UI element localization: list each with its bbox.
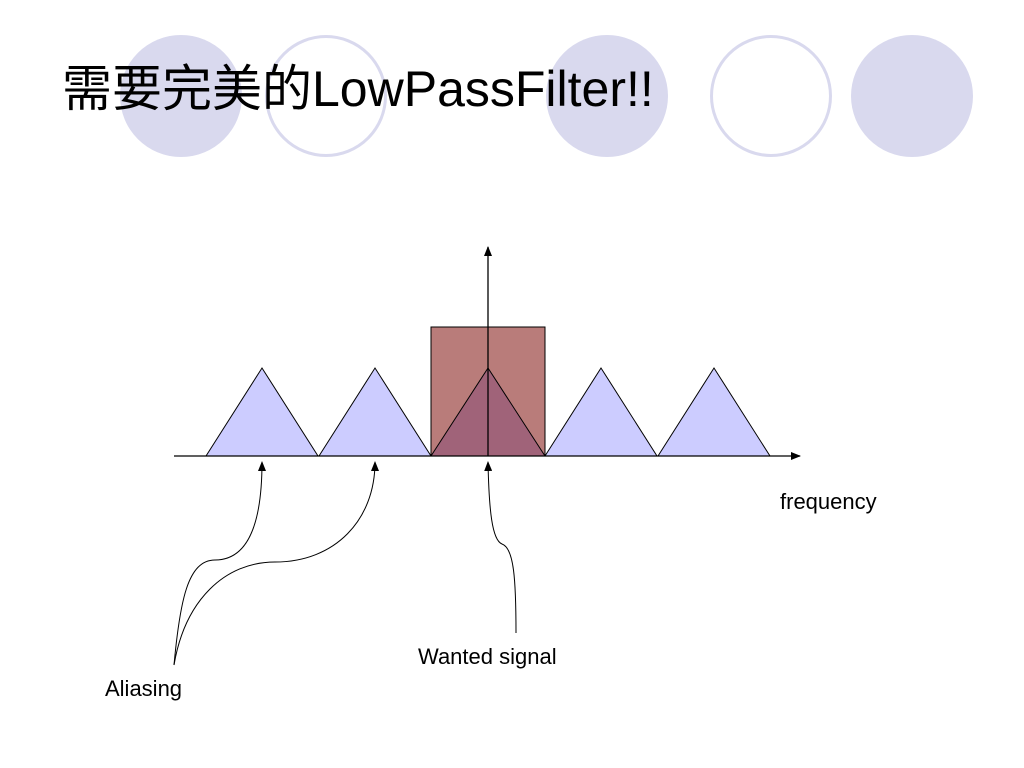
decorative-circle [120,35,242,157]
alias-spectrum-copy [657,367,771,457]
wanted-signal-label: Wanted signal [418,644,557,669]
wanted-signal-pointer [484,461,517,634]
aliasing-label: Aliasing [105,676,183,701]
aliasing-pointer [173,461,266,666]
decorative-circle [851,35,973,157]
alias-spectrum-copy [318,367,432,457]
slide-title-cjk: 需要完美的 [62,60,312,118]
aliasing-pointer [173,461,379,666]
decorative-circle [710,35,832,157]
frequency-axis-label: frequency [780,489,877,514]
slide-title: 需要完美的LowPassFilter!! [62,62,654,117]
slide-title-latin: LowPassFilter!! [312,61,654,117]
alias-spectrum-copy [205,367,319,457]
decorative-circle [265,35,387,157]
decorative-circle [546,35,668,157]
alias-spectrum-copy [544,367,658,457]
